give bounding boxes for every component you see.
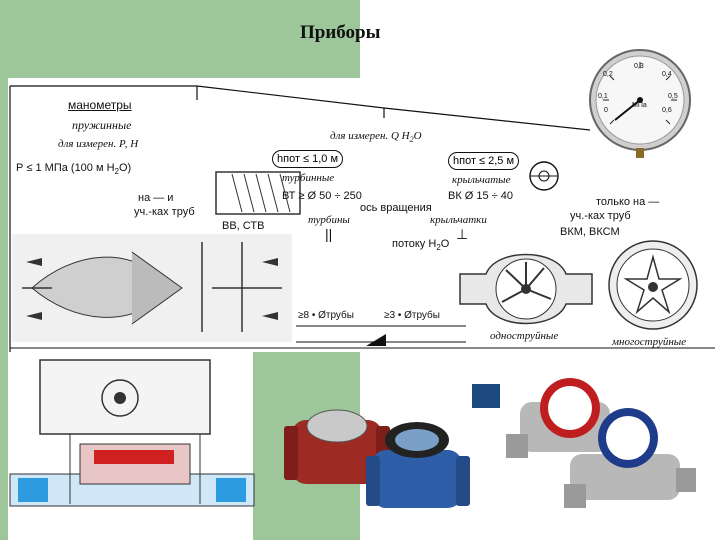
vt-range-label: ВТ ≥ Ø 50 ÷ 250	[282, 190, 362, 202]
gauge-label-6: 0,6	[662, 107, 672, 114]
gauge-label-4: 0,4	[662, 71, 672, 78]
turbine-meter-drawing	[12, 234, 292, 342]
measure-q-label: для измерен. Q Н2О	[330, 130, 422, 145]
multi-jet-meter-drawing	[608, 240, 698, 330]
gauge-label-5: 0,5	[668, 93, 678, 100]
turbine-head-loss-box: hпот ≤ 1,0 м	[272, 150, 344, 168]
downstream-length-label: ≥3 • Øтрубы	[384, 310, 440, 321]
gauge-label-1: 0,1	[598, 93, 608, 100]
rotation-axis-label: ось вращения	[360, 202, 432, 214]
spring-label: пружинные	[72, 118, 132, 132]
measure-pt-label: для измерен. Р, Н	[58, 138, 139, 150]
vv-stv-label: ВВ, СТВ	[222, 220, 265, 232]
pipe-sections2-label: уч.-ках труб	[570, 210, 631, 222]
vane-symbol-drawing	[529, 161, 559, 191]
gauge-label-3: 0,3	[634, 63, 644, 70]
pressure-limit-label: Р ≤ 1 МПа (100 м Н2О)	[16, 162, 132, 177]
manometers-label: манометры	[68, 98, 132, 112]
vane-head-loss-box: hпот ≤ 2,5 м	[448, 152, 520, 170]
gauge-label-2: 0,2	[603, 71, 613, 78]
only-on-label: только на —	[596, 196, 660, 208]
single-jet-label: одноструйные	[490, 330, 559, 342]
vk-range-label: ВК Ø 15 ÷ 40	[448, 190, 514, 202]
woltman-meters-photo	[284, 409, 470, 508]
turbines-label: турбины	[308, 214, 350, 226]
flow-straight-section	[296, 325, 466, 346]
household-meters-photo	[506, 378, 696, 508]
turbine-type-label: турбинные	[282, 172, 335, 184]
gauge-label-0: 0	[604, 107, 608, 114]
turbine-rotor-drawing	[215, 171, 301, 215]
gauge-unit: МПа	[632, 102, 647, 109]
green-panel-top-left	[0, 0, 360, 78]
pipe-sections-label: уч.-ках труб	[134, 206, 195, 218]
parallel-sign: ||	[325, 226, 333, 242]
vkm-label: ВКМ, ВКСМ	[560, 226, 620, 238]
slide-title: Приборы	[300, 22, 381, 43]
pressure-gauge-image	[589, 49, 691, 158]
perp-sign: ⊥	[456, 226, 469, 242]
dark-blue-square	[472, 384, 500, 408]
on-and-label: на — и	[138, 192, 174, 204]
multi-jet-label: многоструйные	[612, 336, 687, 348]
single-jet-meter-drawing	[459, 253, 593, 325]
green-panel-left	[0, 0, 8, 540]
vane-type-label: крыльчатые	[452, 174, 511, 186]
upstream-length-label: ≥8 • Øтрубы	[298, 310, 354, 321]
flow-h2o-label: потоку Н2О	[392, 238, 450, 253]
meter-cross-section-drawing	[9, 359, 255, 507]
impellers-label: крыльчатки	[430, 214, 487, 226]
